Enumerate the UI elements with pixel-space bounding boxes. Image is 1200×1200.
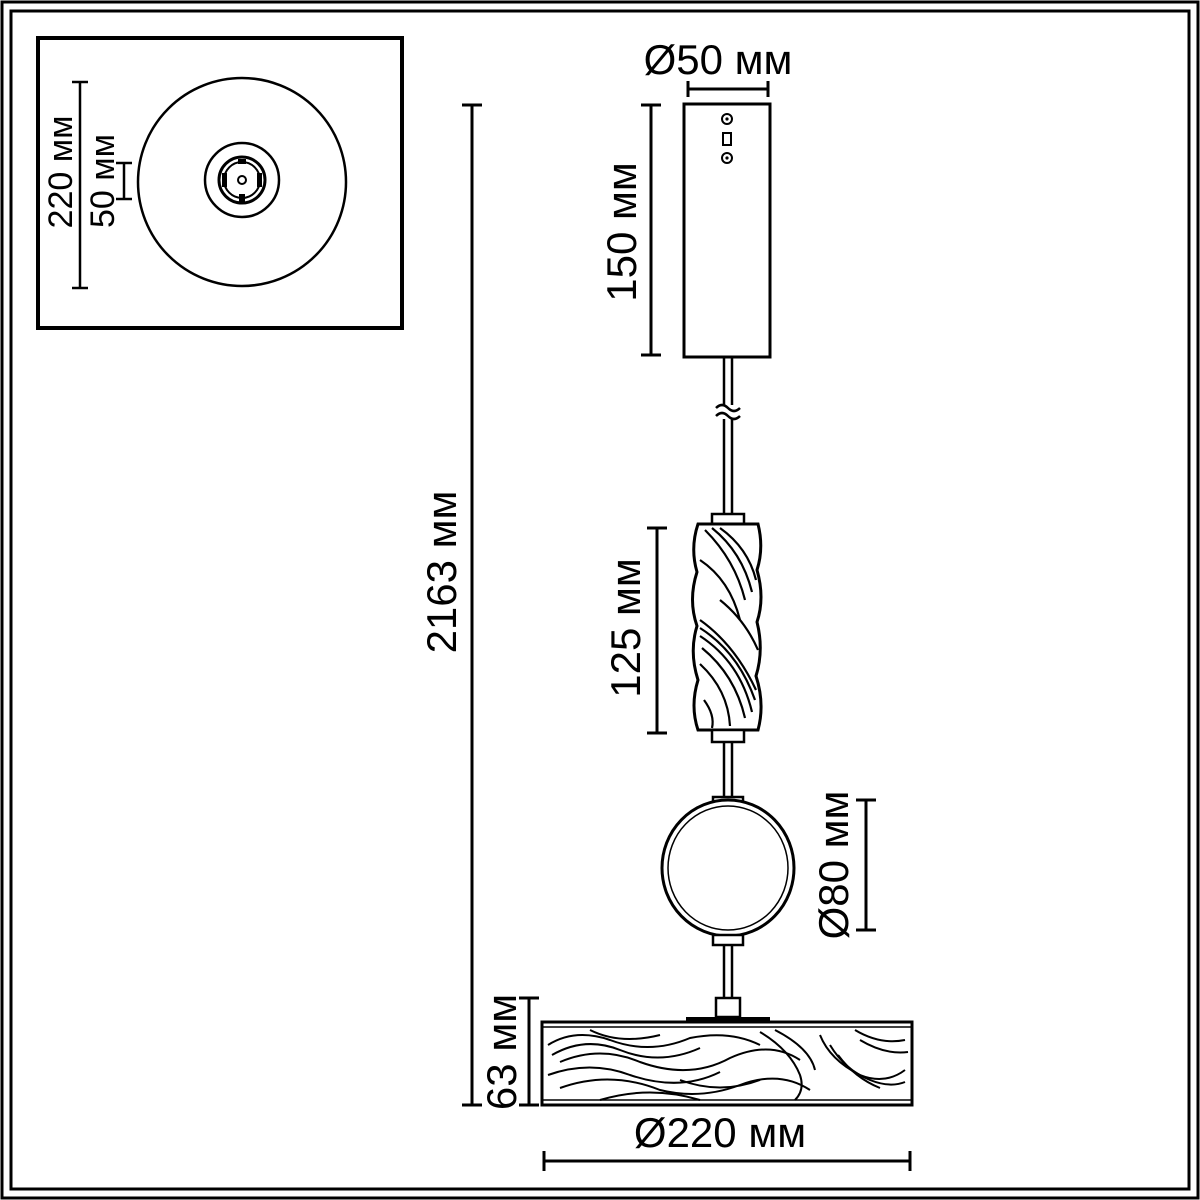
inset-canopy-diameter-label: 50 мм xyxy=(84,134,122,228)
glass-sphere xyxy=(660,798,796,938)
cylinder-bottom-cap xyxy=(710,728,746,744)
canopy-outline xyxy=(203,141,281,219)
cylinder-height-label: 125 мм xyxy=(602,558,649,698)
glass-sphere-inner xyxy=(667,805,789,931)
disc-marble-pattern xyxy=(547,1029,909,1101)
mount-hole xyxy=(237,175,247,185)
canopy-diameter-label: Ø50 мм xyxy=(644,36,793,83)
inset-top-view: 220 мм 50 мм xyxy=(36,36,404,330)
canopy-height-label: 150 мм xyxy=(598,162,645,302)
disc-diameter-label: Ø220 мм xyxy=(634,1109,806,1156)
mount-ring xyxy=(217,155,267,205)
inset-box xyxy=(36,36,404,330)
sphere-bottom-cap xyxy=(711,933,745,947)
disc-connector-plate xyxy=(686,1017,770,1023)
canopy-body xyxy=(682,102,772,359)
inner-frame xyxy=(9,9,1191,1191)
canopy-switch xyxy=(722,132,732,146)
inset-outer-diameter-label: 220 мм xyxy=(42,116,80,229)
total-height-label: 2163 мм xyxy=(418,491,465,654)
disc-outline xyxy=(136,76,348,288)
canopy-screw xyxy=(721,152,733,164)
mount-tab xyxy=(257,173,262,187)
side-elevation: 2163 мм Ø50 мм 150 мм xyxy=(418,36,914,1171)
rod-break-mark xyxy=(715,411,741,421)
mount-tab xyxy=(239,194,245,202)
canopy-screw-center xyxy=(725,156,729,160)
sphere-diameter-label: Ø80 мм xyxy=(810,791,857,940)
mount-tab xyxy=(222,173,227,187)
twisted-glass-cylinder xyxy=(691,522,763,732)
marble-disc xyxy=(540,1020,914,1107)
canopy-screw-center xyxy=(725,117,729,121)
disc-height-label: 63 мм xyxy=(478,994,525,1110)
cylinder-swirl-pattern xyxy=(699,527,760,729)
mount-tab xyxy=(238,159,246,164)
disc-connector-cap xyxy=(714,996,742,1019)
canopy-screw xyxy=(721,113,733,125)
rod-break-mark xyxy=(715,403,741,413)
